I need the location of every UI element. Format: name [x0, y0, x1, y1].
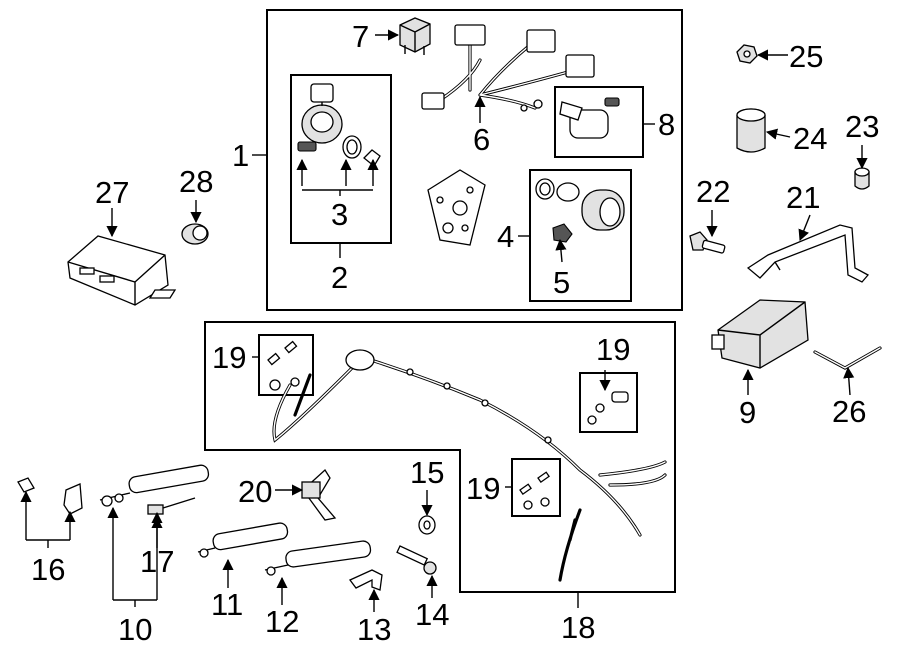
- callout-3: 3: [331, 197, 348, 232]
- callout-26: 26: [832, 394, 866, 429]
- callout-10: 10: [118, 612, 152, 647]
- relay-part: [399, 17, 431, 55]
- callout-4: 4: [497, 219, 514, 254]
- callout-14: 14: [415, 597, 449, 632]
- strut-part-10: [99, 464, 210, 507]
- callout-19b: 19: [596, 332, 630, 367]
- cable-harness-part-18: [272, 349, 667, 582]
- callout-22: 22: [696, 174, 730, 209]
- kit-19-contents: [267, 340, 629, 510]
- callout-6: 6: [473, 122, 490, 157]
- callout-28: 28: [179, 164, 213, 199]
- callout-24: 24: [793, 121, 827, 156]
- control-unit-part-27: [67, 235, 177, 306]
- bushing-part-24: [736, 108, 766, 153]
- group-box-2: [290, 74, 392, 244]
- callout-27: 27: [95, 175, 129, 210]
- bracket-part-21: [746, 224, 870, 283]
- callout-25: 25: [789, 39, 823, 74]
- callout-16: 16: [31, 552, 65, 587]
- washer-part-15: [418, 515, 436, 535]
- callout-12: 12: [265, 604, 299, 639]
- strut-part-11: [197, 522, 289, 558]
- lead-part-17: [147, 497, 196, 515]
- hose-part-26: [813, 346, 882, 370]
- grommet-part-28: [181, 223, 209, 245]
- valve-block-part: [427, 169, 486, 246]
- strut-part-12: [264, 540, 372, 576]
- callout-7: 7: [352, 19, 369, 54]
- callout-1: 1: [232, 138, 249, 173]
- callout-5: 5: [553, 265, 570, 300]
- callout-11: 11: [211, 587, 243, 622]
- group-box-19b: [579, 372, 638, 433]
- callout-17: 17: [140, 544, 174, 579]
- callout-2: 2: [331, 260, 348, 295]
- bolt-part-22: [689, 231, 726, 254]
- filter-part: [535, 178, 625, 243]
- group-box-18: [204, 321, 676, 593]
- bolt-part-14: [396, 545, 437, 575]
- solenoid-part: [297, 83, 381, 167]
- sensor-part: [559, 97, 620, 139]
- clip-part-16: [17, 477, 83, 515]
- callout-20: 20: [238, 474, 272, 509]
- group-box-8: [554, 86, 644, 158]
- group-box-19c: [511, 458, 561, 517]
- module-part-9: [711, 299, 809, 369]
- callout-15: 15: [410, 455, 444, 490]
- wiring-harness-part: [421, 24, 595, 112]
- callout-8: 8: [658, 107, 675, 142]
- bracket-part-13: [348, 569, 383, 591]
- bracket-part-20: [301, 468, 337, 521]
- callout-19c: 19: [466, 471, 500, 506]
- callout-19a: 19: [212, 340, 246, 375]
- group-box-1: [266, 9, 683, 311]
- callout-labels: 1 2 3 4 5 6 7 8 9 10 11 12 13 14 15 16 1…: [31, 19, 879, 647]
- leader-lines: [20, 29, 868, 612]
- callout-21: 21: [786, 180, 820, 215]
- nut-part-25: [736, 44, 758, 64]
- callout-9: 9: [739, 395, 756, 430]
- callout-18: 18: [561, 610, 595, 645]
- callout-23: 23: [845, 109, 879, 144]
- callout-13: 13: [357, 612, 391, 647]
- cap-part-23: [854, 167, 870, 190]
